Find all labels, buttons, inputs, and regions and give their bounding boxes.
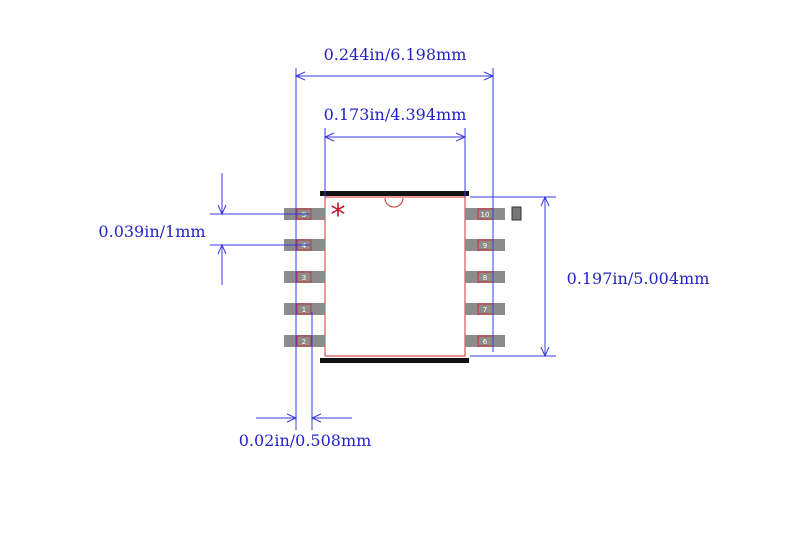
right-pads: 10 9 8 7 6 (465, 208, 505, 347)
pin-number: 8 (483, 274, 487, 282)
dimension-label: 0.02in/0.508mm (239, 431, 372, 450)
pin-number: 5 (302, 211, 306, 219)
pin-number: 2 (302, 338, 306, 346)
pad-left-3: 1 (284, 303, 325, 315)
dimension-label: 0.244in/6.198mm (324, 45, 467, 64)
pin-number: 7 (483, 306, 487, 314)
dimension-pad-width: 0.02in/0.508mm (239, 312, 372, 450)
pin-number: 4 (302, 242, 307, 250)
pin-number: 6 (483, 338, 488, 346)
silkscreen-bottom-bar (320, 358, 469, 363)
left-pads: 5 4 3 1 2 (284, 208, 325, 347)
orientation-mark (511, 206, 522, 221)
pad-left-2: 3 (284, 271, 325, 283)
silkscreen-top-bar (320, 191, 469, 196)
pad-right-1: 9 (465, 239, 505, 251)
dimension-label: 0.173in/4.394mm (324, 105, 467, 124)
dimension-label: 0.197in/5.004mm (567, 269, 710, 288)
pin-number: 9 (483, 242, 487, 250)
dimension-pin-pitch: 0.039in/1mm (98, 173, 310, 285)
pad-right-2: 8 (465, 271, 505, 283)
pin-number: 10 (481, 211, 490, 219)
pad-right-4: 6 (465, 335, 505, 347)
dimension-overall-width: 0.244in/6.198mm (294, 45, 495, 430)
pad-right-0: 10 (465, 208, 505, 220)
dimension-body-width: 0.173in/4.394mm (324, 105, 467, 197)
pad-right-3: 7 (465, 303, 505, 315)
asterisk-icon: * (331, 198, 346, 233)
package-notch (384, 197, 404, 208)
pad-left-4: 2 (284, 335, 325, 347)
package-body-outline (324, 196, 466, 357)
dimension-body-height: 0.197in/5.004mm (470, 195, 710, 358)
dimension-label: 0.039in/1mm (98, 222, 205, 241)
pin-number: 3 (302, 274, 306, 282)
pin-number: 1 (302, 306, 306, 314)
